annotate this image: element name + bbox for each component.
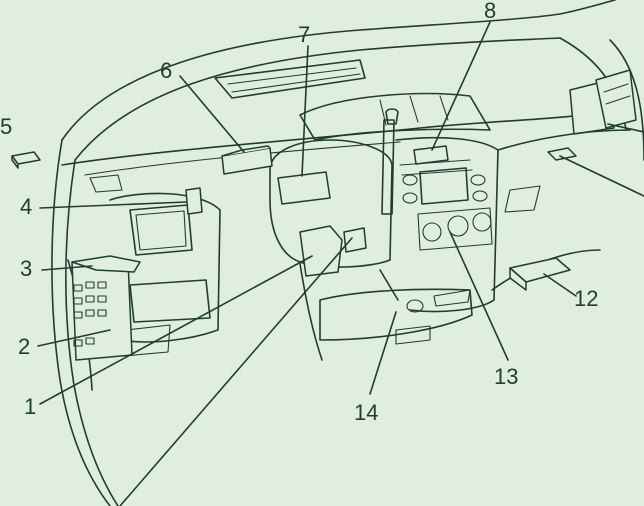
label-13: 13 (494, 364, 518, 389)
component-4 (185, 187, 203, 215)
label-6: 6 (160, 58, 172, 83)
label-8: 8 (484, 0, 496, 23)
component-11 (547, 147, 577, 161)
component-5 (11, 151, 41, 169)
label-7: 7 (298, 22, 310, 47)
leader-lines (37, 21, 644, 506)
label-14: 14 (354, 400, 378, 425)
component-6 (221, 145, 273, 175)
label-2: 2 (18, 334, 30, 359)
label-12: 12 (574, 286, 598, 311)
label-5: 5 (0, 114, 12, 139)
component-1 (299, 225, 367, 277)
component-8 (413, 145, 449, 165)
label-1: 1 (24, 394, 36, 419)
label-4: 4 (20, 194, 32, 219)
component-12 (509, 257, 571, 291)
component-7 (277, 171, 331, 205)
dashboard-outline (51, 0, 644, 506)
label-3: 3 (20, 256, 32, 281)
